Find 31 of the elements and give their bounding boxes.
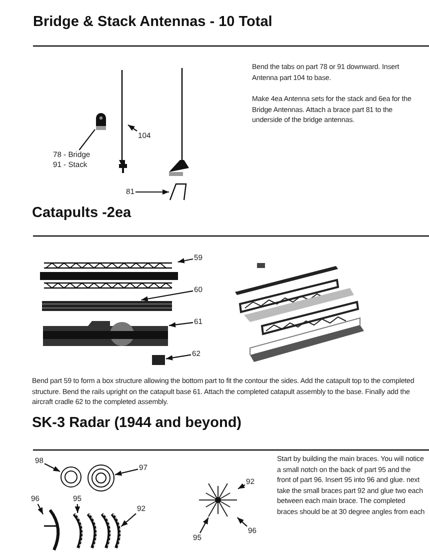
section-heading: Bridge & Stack Antennas - 10 Total xyxy=(33,14,272,30)
leader-line xyxy=(78,129,96,150)
leader-arrow xyxy=(200,517,209,534)
leader-arrow xyxy=(136,189,169,195)
catapult-base-drawing xyxy=(43,321,168,346)
ring-drawing xyxy=(88,464,114,492)
leader-arrow xyxy=(238,483,246,490)
leader-arrow xyxy=(37,504,44,514)
leader-arrow xyxy=(120,513,136,527)
leader-arrow xyxy=(74,504,80,514)
leader-arrow xyxy=(141,290,194,302)
leader-arrow xyxy=(236,517,248,527)
brace-drawing xyxy=(169,183,187,200)
leader-arrow xyxy=(166,354,192,360)
section-heading: Catapults -2ea xyxy=(32,205,132,221)
cradle-drawing xyxy=(152,355,165,365)
radar-assembly-drawing xyxy=(198,483,238,517)
rail-drawing xyxy=(42,301,172,311)
ring-drawing xyxy=(60,466,82,488)
antenna-drawing xyxy=(119,70,127,173)
leader-arrow xyxy=(128,124,138,132)
leader-arrow xyxy=(168,322,194,328)
tab-drawing xyxy=(96,113,106,130)
leader-arrow xyxy=(178,258,194,264)
leader-arrow xyxy=(114,468,138,476)
truss-drawing xyxy=(40,262,178,289)
leader-arrow xyxy=(44,463,60,472)
brace-drawing xyxy=(110,513,121,549)
section-heading: SK-3 Radar (1944 and beyond) xyxy=(32,415,242,431)
brace-drawing xyxy=(72,513,83,549)
brace-drawing xyxy=(44,509,60,551)
